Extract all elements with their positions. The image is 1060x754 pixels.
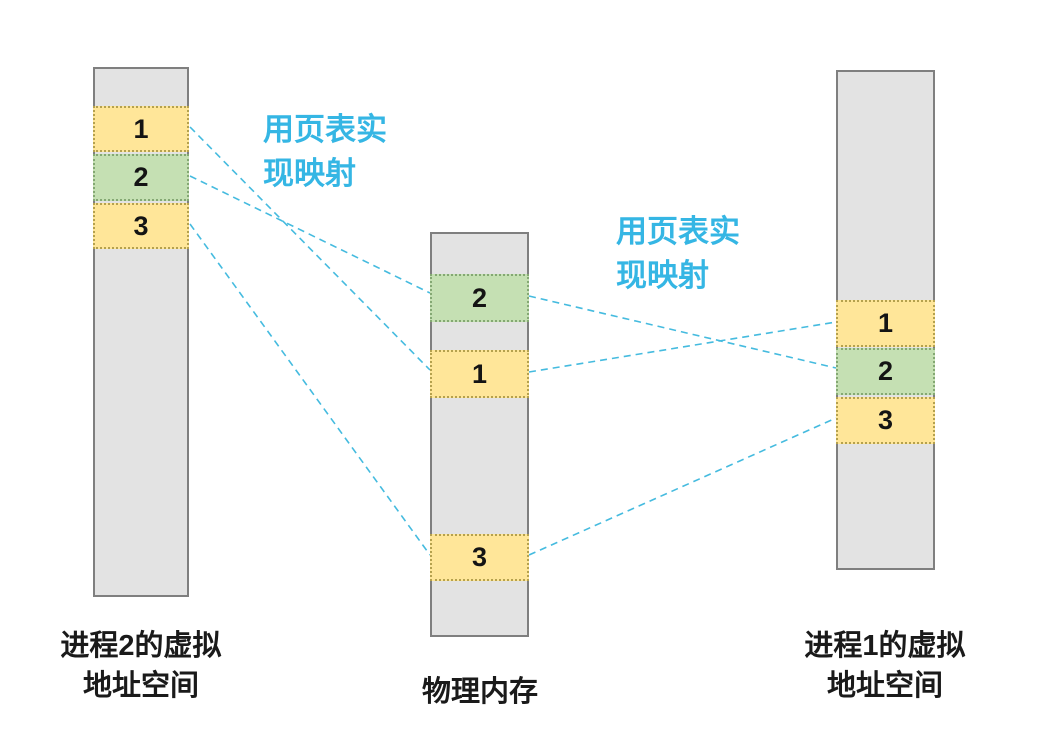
process2-caption-line2: 地址空间 (82, 670, 199, 702)
physical-frame-1-label: 1 (471, 358, 488, 389)
page-table-mapping-label-left-line1: 用页表实 (263, 112, 387, 147)
physical-memory-bar: 2 1 3 (430, 232, 529, 637)
mapping-line-p2-3-to-phys-3 (189, 223, 431, 556)
process1-page-1: 1 (836, 300, 935, 347)
process1-page-1-label: 1 (877, 308, 894, 338)
page-table-mapping-label-right-line1: 用页表实 (616, 214, 740, 249)
process2-caption-line1: 进程2的虚拟 (60, 630, 222, 662)
physical-frame-2-label: 2 (471, 282, 488, 313)
page-table-mapping-label-left: 用页表实 现映射 (263, 108, 387, 196)
process1-address-space-bar: 1 2 3 (836, 70, 935, 570)
process2-page-2: 2 (93, 154, 189, 201)
physical-frame-1: 1 (430, 350, 529, 398)
physical-memory-caption: 物理内存 (380, 672, 580, 712)
page-table-mapping-label-right: 用页表实 现映射 (616, 210, 740, 298)
process1-caption-line2: 地址空间 (826, 670, 943, 702)
mapping-line-phys-3-to-p1-3 (528, 417, 837, 556)
process2-address-space-bar: 1 2 3 (93, 67, 189, 597)
page-table-mapping-label-right-line2: 现映射 (616, 258, 709, 293)
process1-page-2: 2 (836, 348, 935, 395)
process2-page-3-label: 3 (133, 210, 149, 241)
page-table-mapping-label-left-line2: 现映射 (263, 156, 356, 191)
physical-frame-3-label: 3 (471, 542, 488, 572)
process2-page-1-label: 1 (133, 113, 149, 144)
mapping-line-phys-1-to-p1-1 (528, 321, 837, 373)
process1-page-2-label: 2 (877, 356, 894, 386)
physical-frame-2: 2 (430, 274, 529, 322)
process2-page-1: 1 (93, 106, 189, 152)
process1-page-3-label: 3 (877, 405, 894, 435)
mapping-line-phys-2-to-p1-2 (528, 295, 837, 369)
process2-page-2-label: 2 (133, 162, 149, 192)
process1-caption-line1: 进程1的虚拟 (804, 630, 966, 662)
process1-caption: 进程1的虚拟 地址空间 (760, 626, 1010, 706)
process2-caption: 进程2的虚拟 地址空间 (16, 626, 266, 706)
physical-memory-caption-text: 物理内存 (421, 676, 538, 708)
physical-frame-3: 3 (430, 534, 529, 581)
process1-page-3: 3 (836, 397, 935, 444)
process2-page-3: 3 (93, 203, 189, 249)
